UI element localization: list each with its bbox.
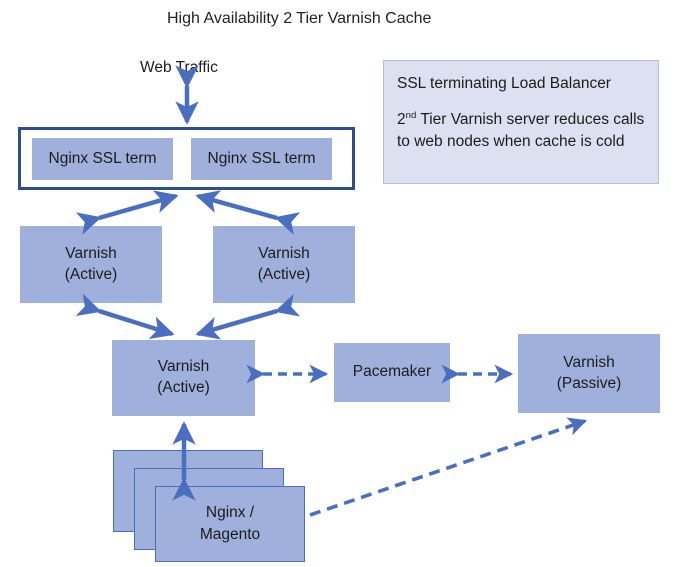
node-nginx-ssl-term-1-label: Nginx SSL term bbox=[48, 149, 157, 167]
node-nginx-magento[interactable]: Nginx / Magento bbox=[155, 486, 305, 562]
legend-line-2-prefix: 2 bbox=[397, 111, 406, 129]
node-varnish-active-2-line1: Varnish bbox=[258, 244, 310, 262]
node-varnish-active-2-line2: (Active) bbox=[257, 265, 311, 283]
arrow-varnish2-to-ssl bbox=[195, 190, 301, 235]
node-pacemaker-label: Pacemaker bbox=[352, 363, 432, 381]
legend-line-2-rest: Tier Varnish server reduces calls to web… bbox=[397, 111, 645, 151]
web-traffic-label: Web Traffic bbox=[140, 59, 218, 76]
node-varnish-active-1-line1: Varnish bbox=[65, 244, 117, 262]
arrow-magento-to-varnish-passive bbox=[309, 417, 588, 517]
node-varnish-active-3-line2: (Active) bbox=[157, 379, 210, 396]
diagram-title: High Availability 2 Tier Varnish Cache bbox=[167, 10, 432, 27]
arrow-varnish1-to-varnish3 bbox=[75, 293, 175, 339]
legend-line-1: SSL terminating Load Balancer bbox=[397, 75, 611, 92]
node-varnish-passive-line2: (Passive) bbox=[556, 374, 622, 392]
node-pacemaker[interactable]: Pacemaker bbox=[334, 343, 450, 402]
node-nginx-ssl-term-2[interactable]: Nginx SSL term bbox=[191, 138, 332, 180]
node-nginx-ssl-term-1[interactable]: Nginx SSL term bbox=[32, 138, 173, 180]
node-varnish-active-3-line1: Varnish bbox=[157, 358, 210, 376]
node-nginx-magento-line2: Magento bbox=[199, 526, 261, 543]
node-varnish-active-2[interactable]: Varnish (Active) bbox=[213, 226, 355, 303]
legend-line-2-superscript: nd bbox=[405, 110, 417, 121]
arrow-varnish2-to-varnish3 bbox=[195, 293, 301, 340]
node-nginx-magento-line1: Nginx / bbox=[205, 504, 255, 522]
legend-line-2: 2nd Tier Varnish server reduces calls to… bbox=[397, 109, 645, 153]
node-varnish-passive[interactable]: Varnish (Passive) bbox=[518, 334, 660, 413]
node-varnish-active-1[interactable]: Varnish (Active) bbox=[20, 226, 162, 303]
legend-note-box: SSL terminating Load Balancer 2nd Tier V… bbox=[383, 60, 659, 184]
node-varnish-active-1-line2: (Active) bbox=[64, 265, 118, 283]
node-nginx-ssl-term-2-label: Nginx SSL term bbox=[207, 149, 316, 167]
node-varnish-passive-line1: Varnish bbox=[563, 353, 615, 371]
arrow-varnish1-to-ssl bbox=[75, 190, 179, 235]
node-varnish-active-3[interactable]: Varnish (Active) bbox=[112, 340, 255, 416]
legend-spacer bbox=[397, 95, 645, 109]
